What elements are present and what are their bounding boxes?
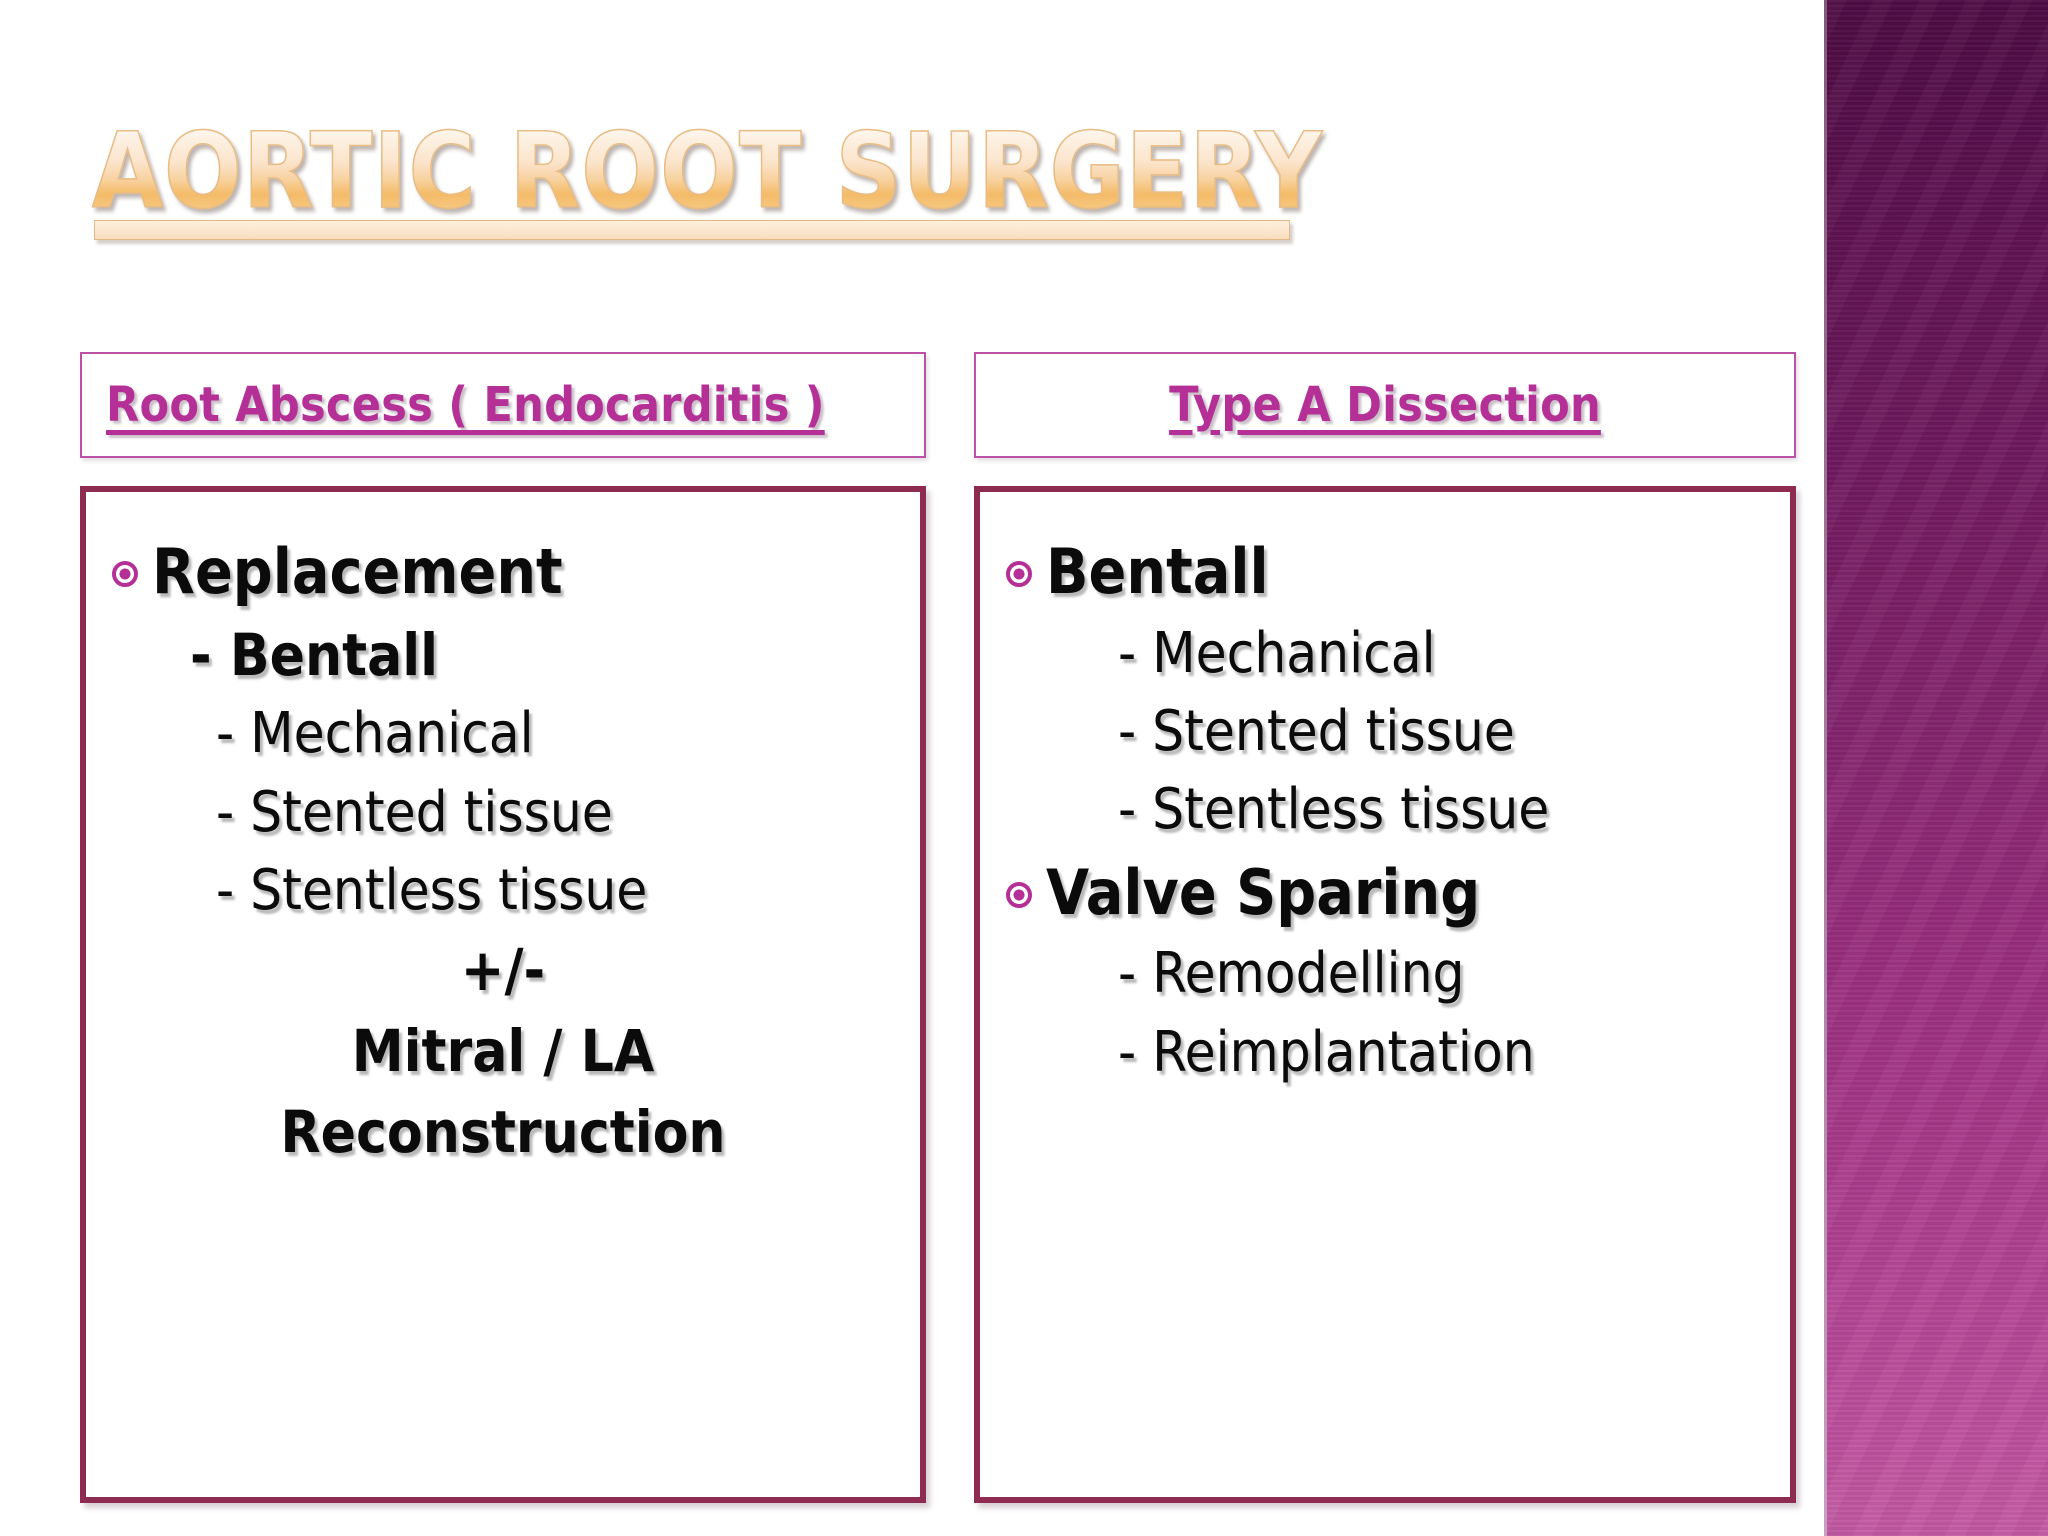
ring-bullet-icon bbox=[112, 561, 138, 587]
decorative-sidebar-band bbox=[1827, 0, 2048, 1536]
list-item: - Stentless tissue bbox=[1006, 776, 1764, 844]
list-item: Replacement bbox=[112, 534, 894, 610]
list-item: - Reimplantation bbox=[1006, 1019, 1764, 1087]
list-item: - Mechanical bbox=[1006, 620, 1764, 688]
list-item-label: Valve Sparing bbox=[1046, 855, 1481, 929]
list-item: - Stented tissue bbox=[1006, 698, 1764, 766]
list-item-label: - Remodelling bbox=[1118, 941, 1465, 1007]
list-item-label: Reconstruction bbox=[280, 1097, 726, 1166]
list-item: - Stentless tissue bbox=[112, 857, 894, 925]
list-item-label: Bentall bbox=[1046, 535, 1269, 608]
list-item-label: - Stented tissue bbox=[216, 779, 613, 845]
ring-bullet-icon bbox=[1006, 561, 1032, 587]
list-item: Valve Sparing bbox=[1006, 855, 1764, 931]
list-item-label: - Mechanical bbox=[216, 701, 534, 767]
list-item-label: Mitral / LA bbox=[351, 1017, 655, 1086]
list-item-label: - Stentless tissue bbox=[1118, 777, 1550, 843]
list-item: - Stented tissue bbox=[112, 779, 894, 847]
column-left-content-box: Replacement - Bentall - Mechanical - Ste… bbox=[80, 486, 926, 1503]
ring-bullet-icon bbox=[1006, 881, 1032, 908]
column-right-header-box: Type A Dissection bbox=[974, 352, 1796, 458]
sidebar-texture-overlay bbox=[1827, 0, 2048, 1536]
list-item-label: Replacement bbox=[152, 535, 563, 608]
list-item: Bentall bbox=[1006, 534, 1764, 610]
list-item-label: - Bentall bbox=[190, 620, 439, 689]
column-left-header-box: Root Abscess ( Endocarditis ) bbox=[80, 352, 926, 458]
title-block: Aortic Root Surgery bbox=[91, 117, 1422, 241]
sidebar-edge-accent bbox=[1824, 0, 1828, 1536]
list-item: - Remodelling bbox=[1006, 940, 1764, 1008]
list-item: Mitral / LA bbox=[112, 1016, 894, 1087]
column-left: Root Abscess ( Endocarditis ) Replacemen… bbox=[80, 352, 926, 1503]
column-left-header-label: Root Abscess ( Endocarditis ) bbox=[106, 377, 825, 433]
list-item-label: - Reimplantation bbox=[1118, 1019, 1535, 1085]
column-right-content-box: Bentall - Mechanical - Stented tissue - … bbox=[974, 486, 1796, 1503]
list-item-label: +/- bbox=[460, 936, 546, 1005]
list-item: +/- bbox=[112, 935, 894, 1006]
page-title: Aortic Root Surgery bbox=[91, 117, 1395, 225]
column-right: Type A Dissection Bentall - Mechanical -… bbox=[974, 352, 1796, 1503]
list-item-label: - Stentless tissue bbox=[216, 858, 648, 923]
list-item: - Bentall bbox=[112, 620, 894, 691]
title-underline-bar bbox=[94, 220, 1290, 241]
list-item-label: - Stented tissue bbox=[1118, 698, 1515, 764]
list-item: Reconstruction bbox=[112, 1097, 894, 1168]
list-item: - Mechanical bbox=[112, 700, 894, 768]
column-right-header-label: Type A Dissection bbox=[1169, 377, 1601, 433]
list-item-label: - Mechanical bbox=[1118, 620, 1436, 686]
